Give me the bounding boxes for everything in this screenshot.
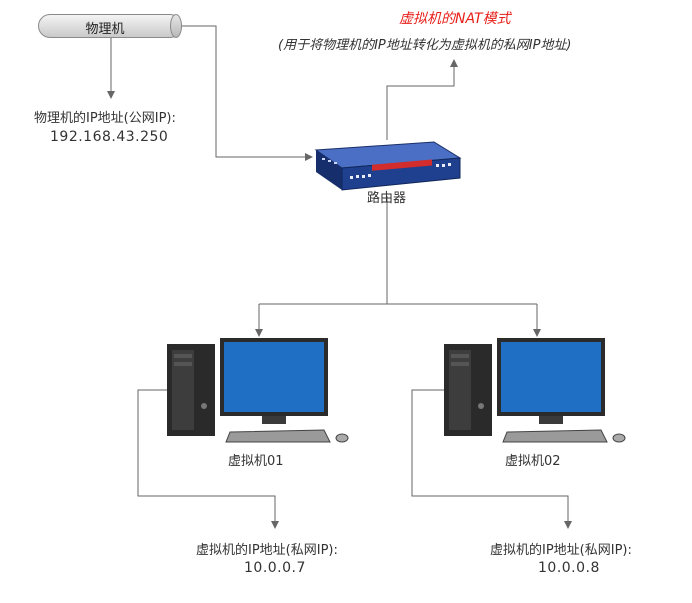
router-label: 路由器 bbox=[367, 191, 407, 206]
host-ip-value: 192.168.43.250 bbox=[50, 129, 169, 145]
vm2-ip-label: 虚拟机的IP地址(私网IP): bbox=[490, 543, 632, 558]
vm2-name: 虚拟机02 bbox=[505, 454, 561, 469]
diagram-title: 虚拟机的NAT模式 bbox=[399, 11, 511, 27]
vm2-computer-icon bbox=[444, 338, 626, 443]
vm1-to-ip-line bbox=[137, 389, 279, 529]
host-name: 物理机 bbox=[85, 22, 125, 37]
vm2-ip-value: 10.0.0.8 bbox=[538, 560, 600, 576]
router-icon bbox=[314, 141, 462, 191]
vm1-computer-icon bbox=[167, 338, 349, 443]
diagram-subtitle: (用于将物理机的IP地址转化为虚拟机的私网IP地址) bbox=[278, 38, 572, 53]
host-to-router-line bbox=[182, 25, 313, 161]
physical-host-icon: 物理机 bbox=[38, 14, 182, 38]
host-ip-label: 物理机的IP地址(公网IP): bbox=[34, 111, 176, 126]
pipe-cap bbox=[170, 14, 182, 38]
router-to-title-line bbox=[386, 59, 458, 140]
vm1-ip-value: 10.0.0.7 bbox=[244, 560, 306, 576]
vm1-ip-label: 虚拟机的IP地址(私网IP): bbox=[196, 543, 338, 558]
vm1-name: 虚拟机01 bbox=[228, 454, 284, 469]
vm2-to-ip-line bbox=[411, 389, 572, 529]
